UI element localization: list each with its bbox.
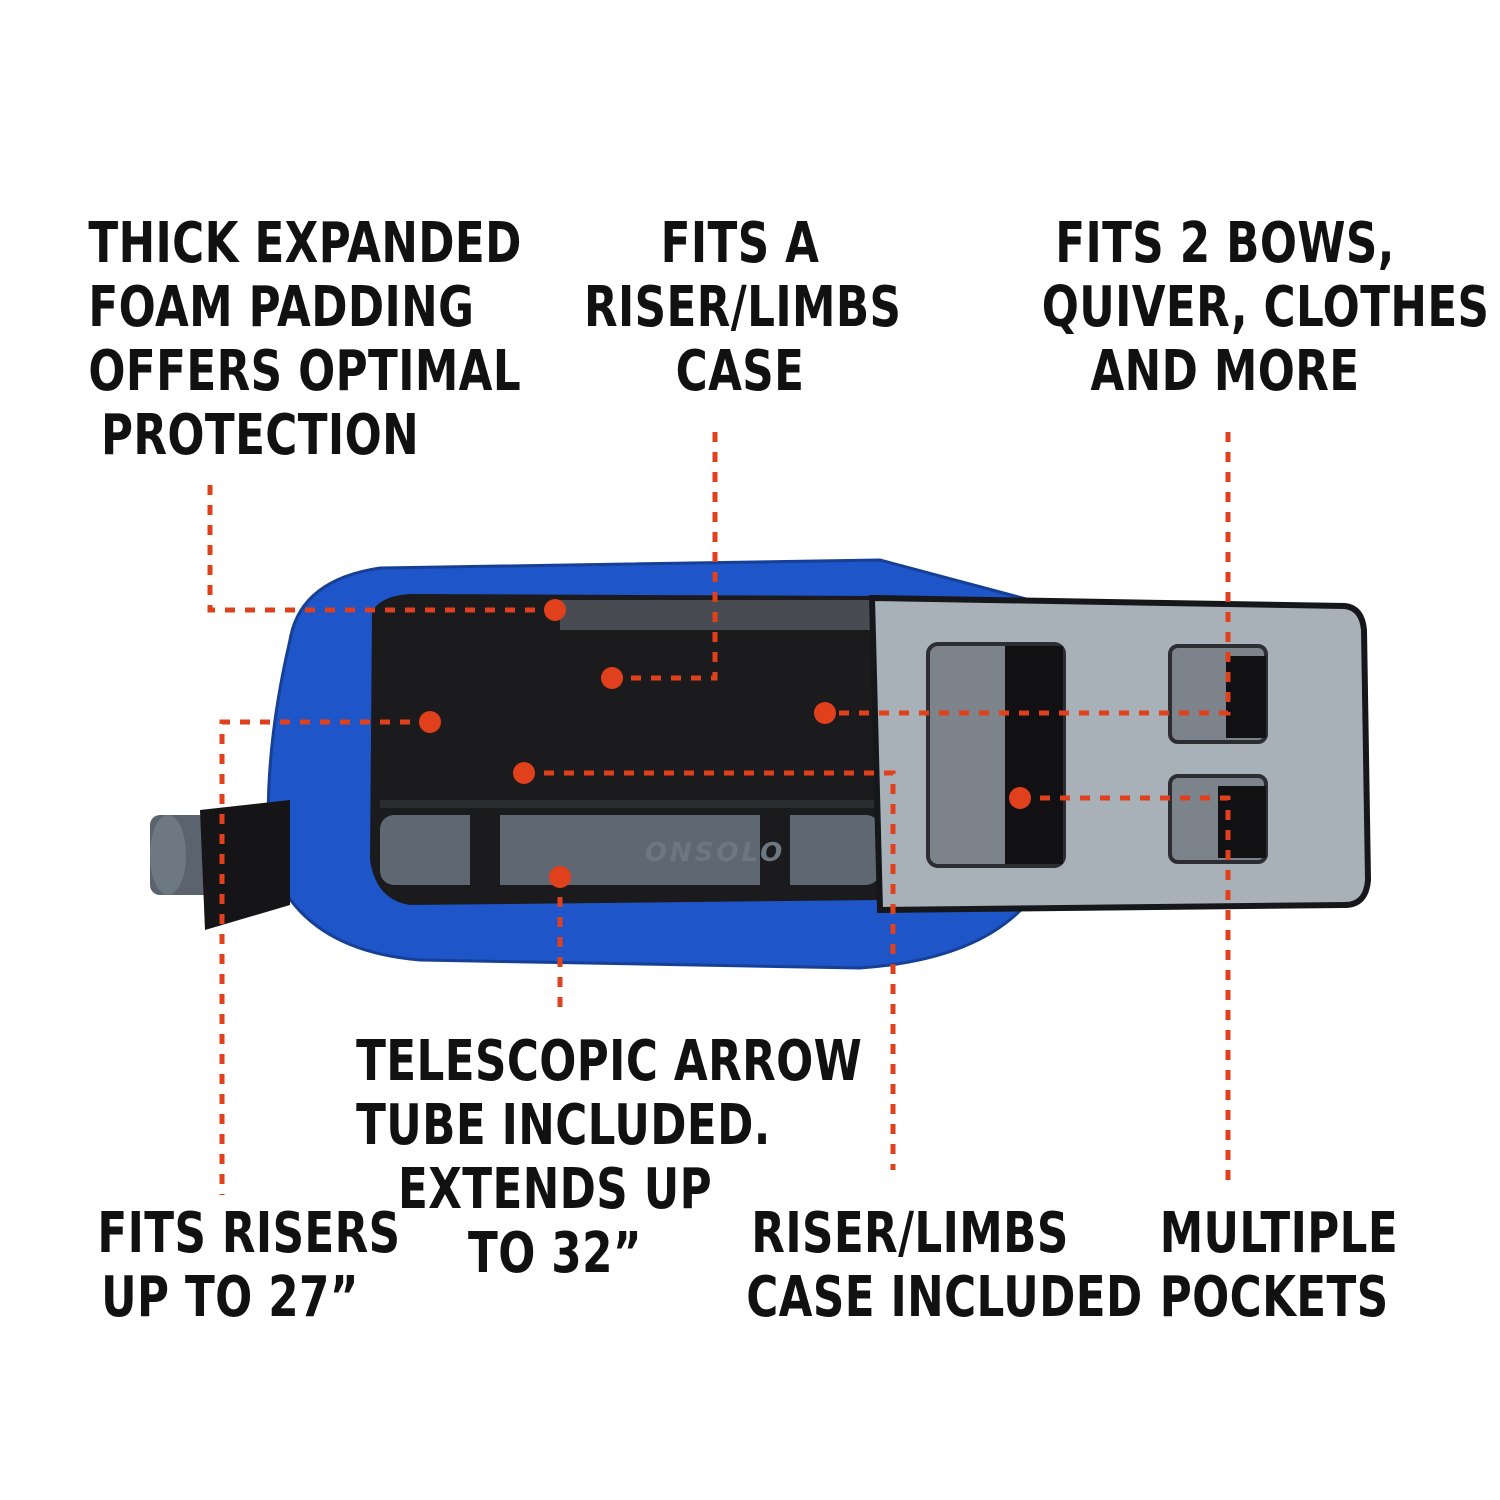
marker-dots	[419, 599, 1031, 888]
callout-fits-case: FITS A RISER/LIMBS CASE	[584, 211, 902, 404]
callout-line: TO 32”	[468, 1221, 642, 1286]
callout-line: CASE	[675, 339, 805, 404]
callout-foam-padding: THICK EXPANDED FOAM PADDING OFFERS OPTIM…	[88, 211, 522, 468]
callout-line: TUBE INCLUDED.	[356, 1093, 771, 1158]
callout-line: QUIVER, CLOTHES	[1041, 275, 1490, 340]
callout-fits-risers: FITS RISERS UP TO 27”	[97, 1201, 401, 1330]
callout-line: POCKETS	[1159, 1265, 1389, 1330]
leader-lines	[207, 432, 1231, 1195]
callout-line: PROTECTION	[100, 403, 420, 468]
callout-line: TELESCOPIC ARROW	[356, 1029, 863, 1094]
callout-line: CASE INCLUDED	[746, 1265, 1143, 1330]
callout-line: FITS A	[660, 211, 820, 276]
callout-line: EXTENDS UP	[397, 1157, 712, 1222]
callout-line: AND MORE	[1090, 339, 1360, 404]
callout-line: THICK EXPANDED	[88, 211, 522, 276]
callout-line: FOAM PADDING	[88, 275, 475, 340]
callout-fits-bows: FITS 2 BOWS, QUIVER, CLOTHES AND MORE	[1041, 211, 1490, 404]
callout-line: OFFERS OPTIMAL	[88, 339, 522, 404]
callout-arrow-tube: TELESCOPIC ARROW TUBE INCLUDED. EXTENDS …	[356, 1029, 863, 1286]
callout-line: FITS 2 BOWS,	[1055, 211, 1395, 276]
callout-case-included: RISER/LIMBS CASE INCLUDED	[746, 1201, 1143, 1330]
callout-line: FITS RISERS	[97, 1201, 401, 1266]
callout-line: MULTIPLE	[1159, 1201, 1399, 1266]
arrow-tube	[380, 815, 880, 885]
callout-line: RISER/LIMBS	[751, 1201, 1069, 1266]
callout-line: RISER/LIMBS	[584, 275, 902, 340]
tube-brand-logo: ONSOLO	[644, 838, 786, 868]
callout-line: UP TO 27”	[101, 1265, 359, 1330]
callout-pockets: MULTIPLE POCKETS	[1159, 1201, 1399, 1330]
